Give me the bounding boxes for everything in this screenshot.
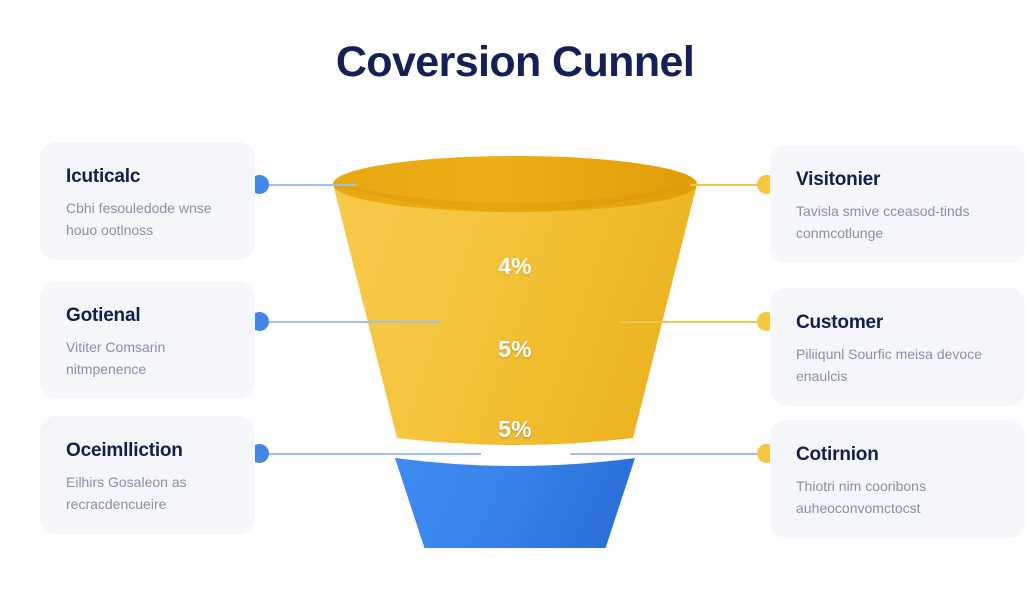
connector-line-right-3 [570, 453, 768, 455]
card-title: Oceimlliction [66, 440, 183, 461]
connector-line-right-1 [690, 184, 768, 186]
info-card-right-1[interactable]: Visitonier Tavisla smive cceasod-tinds c… [770, 145, 1025, 263]
info-card-right-3[interactable]: Cotirnion Thiotri nim cooribons auheocon… [770, 420, 1025, 538]
info-card-left-2[interactable]: Gotienal Vititer Comsarin nitmpenence [40, 281, 255, 399]
card-title: Icuticalc [66, 166, 141, 187]
connector-line-left-1 [266, 184, 356, 186]
card-title: Cotirnion [796, 444, 879, 465]
funnel-stage-middle[interactable] [395, 458, 635, 548]
funnel-stage-top-percent: 4% [498, 253, 532, 279]
page-title: Coversion Cunnel [335, 38, 695, 86]
funnel-chart [333, 156, 697, 548]
card-description: Thiotri nim cooribons auheoconvomctocst [796, 478, 926, 516]
card-title: Customer [796, 312, 884, 333]
card-description: Cbhi fesouledode wnse houo ootlnoss [66, 200, 212, 238]
card-description: Eilhirs Gosaleon as recracdencueire [66, 474, 187, 512]
connector-line-left-2 [266, 321, 441, 323]
info-card-right-2[interactable]: Customer Piliiqunl Sourfic meisa devoce … [770, 288, 1025, 406]
card-description: Tavisla smive cceasod-tinds conmcotlunge [796, 203, 970, 241]
info-card-left-1[interactable]: Icuticalc Cbhi fesouledode wnse houo oot… [40, 142, 255, 260]
connector-line-left-3 [266, 453, 481, 455]
info-card-left-3[interactable]: Oceimlliction Eilhirs Gosaleon as recrac… [40, 416, 255, 534]
connector-line-right-2 [620, 321, 768, 323]
card-description: Vititer Comsarin nitmpenence [66, 339, 166, 377]
funnel-stage-middle-percent: 5% [498, 336, 532, 362]
card-title: Visitonier [796, 169, 881, 190]
funnel-stage-top[interactable] [333, 156, 697, 445]
funnel-stage-bottom-percent: 5% [498, 416, 532, 442]
card-title: Gotienal [66, 305, 141, 326]
card-description: Piliiqunl Sourfic meisa devoce enaulcis [796, 346, 982, 384]
